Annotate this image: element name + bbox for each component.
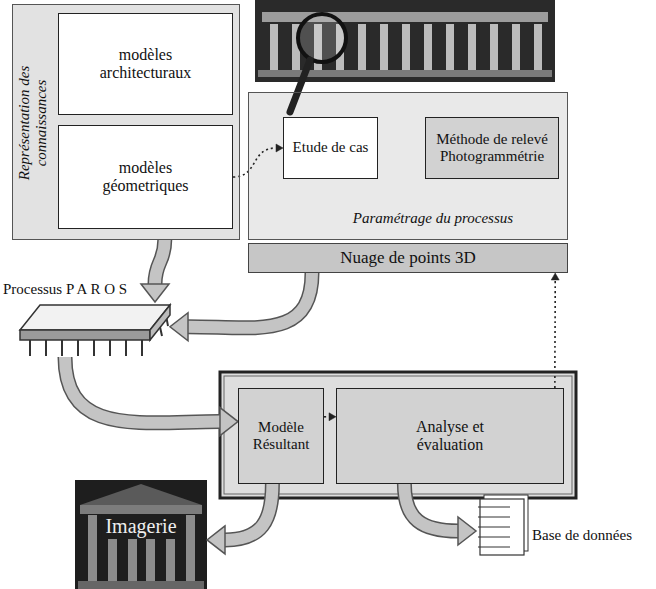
node-label: Nuage de points 3D — [340, 248, 476, 268]
flow-arrow — [65, 357, 238, 436]
result-panel — [220, 372, 576, 498]
node-label: Processus P A R O S — [3, 281, 127, 298]
temple-picture — [75, 480, 207, 589]
process-box: Méthode de relevé Photogrammétrie — [425, 117, 559, 179]
node-label: Analyse et évaluation — [390, 418, 510, 455]
flow-arrow — [207, 484, 272, 554]
arrow-body — [155, 240, 165, 284]
arrow-head — [141, 284, 169, 302]
arrow-body — [188, 273, 312, 328]
node-label: Imagerie — [101, 514, 180, 539]
flow-arrow — [404, 484, 476, 545]
flow-arrow — [170, 273, 312, 341]
node-label: modèles architecturaux — [86, 46, 206, 83]
arrow-line — [554, 280, 556, 388]
analysis-box: Analyse et évaluation — [336, 388, 564, 484]
arrow-outline — [404, 484, 458, 531]
node-label: modèles géometriques — [86, 159, 206, 196]
arrow-body — [404, 484, 458, 531]
arrow-outline — [188, 273, 312, 328]
arrow-outline — [65, 357, 220, 423]
paros-chip: Processus P A R O S — [20, 302, 170, 357]
model-box: modèles architecturaux — [58, 13, 233, 115]
arrow-head — [458, 517, 476, 545]
node-label: Base de données — [532, 527, 632, 544]
node-label: Modèle Résultant — [243, 419, 319, 454]
node-label: Représentation des connaissances — [13, 43, 53, 203]
dotted-arrow — [551, 273, 559, 388]
arrow-head — [220, 408, 238, 436]
point-cloud-band: Nuage de points 3D — [248, 243, 568, 273]
imagery-picture: Imagerie — [75, 480, 207, 589]
result-panel-inner — [224, 376, 572, 494]
arrow-head — [276, 144, 283, 152]
arrow-outline — [155, 240, 165, 284]
panel-fill — [12, 4, 240, 240]
paros-chip-drawing — [20, 305, 170, 356]
arrow-head — [170, 313, 188, 341]
model-box: modèles géometriques — [58, 125, 233, 229]
arrow-head — [207, 526, 225, 554]
dotted-arrow — [233, 144, 283, 177]
arrow-head — [329, 413, 336, 421]
arrow-head — [551, 273, 559, 280]
process-box: Etude de cas — [283, 117, 378, 179]
database-icon-drawing — [478, 495, 528, 555]
flow-arrow — [141, 240, 169, 302]
arrow-outline — [225, 484, 272, 540]
node-label: Etude de cas — [293, 139, 369, 156]
arrow-body — [225, 484, 272, 540]
settings-panel: Paramétrage du processus Etude de cas Méth… — [248, 92, 568, 240]
node-label: Méthode de relevé Photogrammétrie — [430, 131, 554, 166]
panel-fill — [248, 92, 568, 240]
arrow-line — [324, 416, 329, 418]
dotted-arrow — [324, 413, 336, 421]
knowledge-panel: Représentation des connaissances modèles … — [12, 4, 240, 240]
colonnade-photo — [255, 0, 555, 82]
database-icon: Base de données — [476, 495, 530, 555]
result-box: Modèle Résultant — [238, 388, 324, 484]
magnifier — [290, 14, 346, 112]
node-label: Paramétrage du processus — [309, 210, 557, 227]
arrow-body — [65, 357, 220, 423]
